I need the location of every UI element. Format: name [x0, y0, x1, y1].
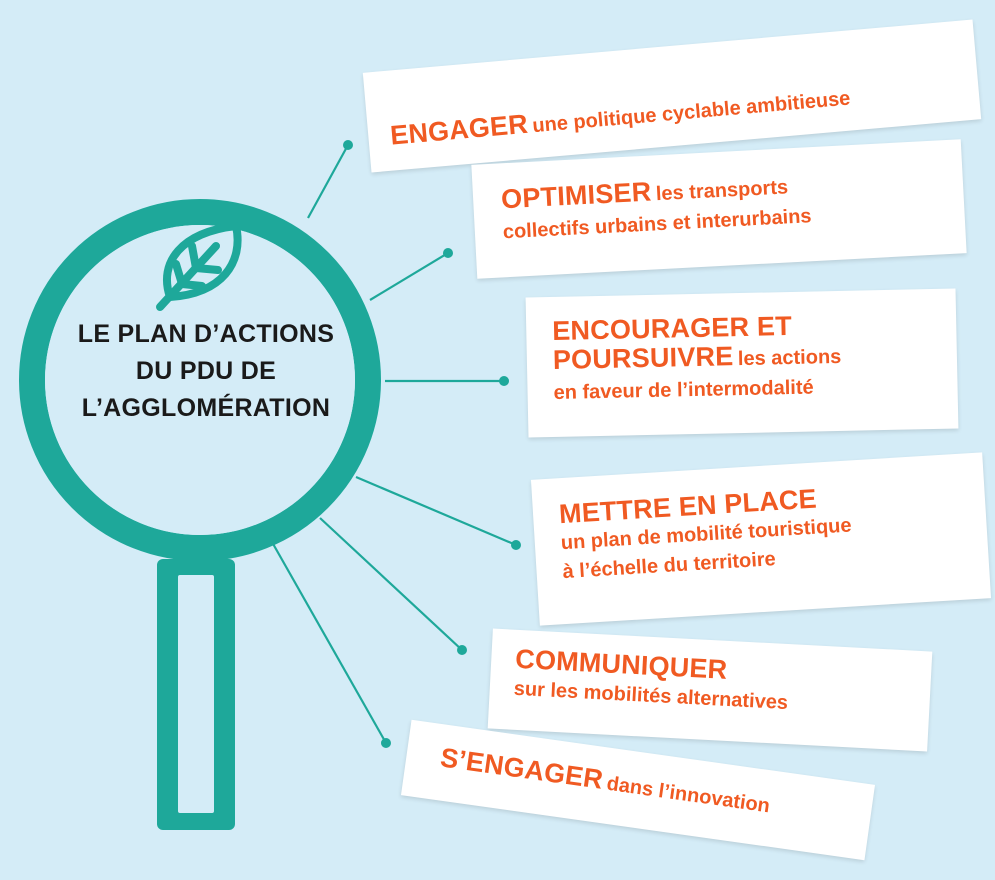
connector-dot [457, 645, 467, 655]
connector-dot [511, 540, 521, 550]
connector-dots [343, 140, 521, 748]
connector-6 [271, 541, 387, 744]
lens-ring [19, 199, 381, 561]
action-card-encourager: ENCOURAGER ET POURSUIVRE les actions en … [525, 288, 959, 438]
connector-1 [307, 144, 349, 219]
connector-2 [369, 252, 449, 301]
leaf-icon [156, 222, 242, 311]
connector-dot [381, 738, 391, 748]
action-strong-text: ENGAGER [389, 108, 530, 151]
action-card-mettre-en-place: METTRE EN PLACE un plan de mobilité tour… [530, 452, 992, 626]
action-strong-text: S’ENGAGER [438, 742, 605, 795]
connector-dot [443, 248, 453, 258]
center-title-line-2: DU PDU DE [135, 357, 277, 385]
action-rest-text: une politique cyclable ambitieuse [531, 87, 852, 138]
center-title-line-3: L’AGGLOMÉRATION [81, 394, 331, 422]
action-rest-text: les transports [655, 176, 789, 206]
connector-dot [499, 376, 509, 386]
action-strong-text: POURSUIVRE [552, 341, 734, 375]
center-title-line-1: LE PLAN D’ACTIONS [77, 320, 335, 348]
action-rest-text: dans l’innovation [605, 772, 772, 818]
center-title: LE PLAN D’ACTIONS DU PDU DE L’AGGLOMÉRAT… [50, 316, 362, 427]
handle-inner [178, 575, 214, 813]
connector-dot [343, 140, 353, 150]
connector-5 [319, 517, 463, 651]
action-rest-text: les actions [737, 345, 842, 371]
connectors [271, 144, 517, 744]
lens-fill [45, 225, 355, 535]
action-strong-text: OPTIMISER [500, 176, 653, 215]
connector-4 [355, 475, 517, 547]
